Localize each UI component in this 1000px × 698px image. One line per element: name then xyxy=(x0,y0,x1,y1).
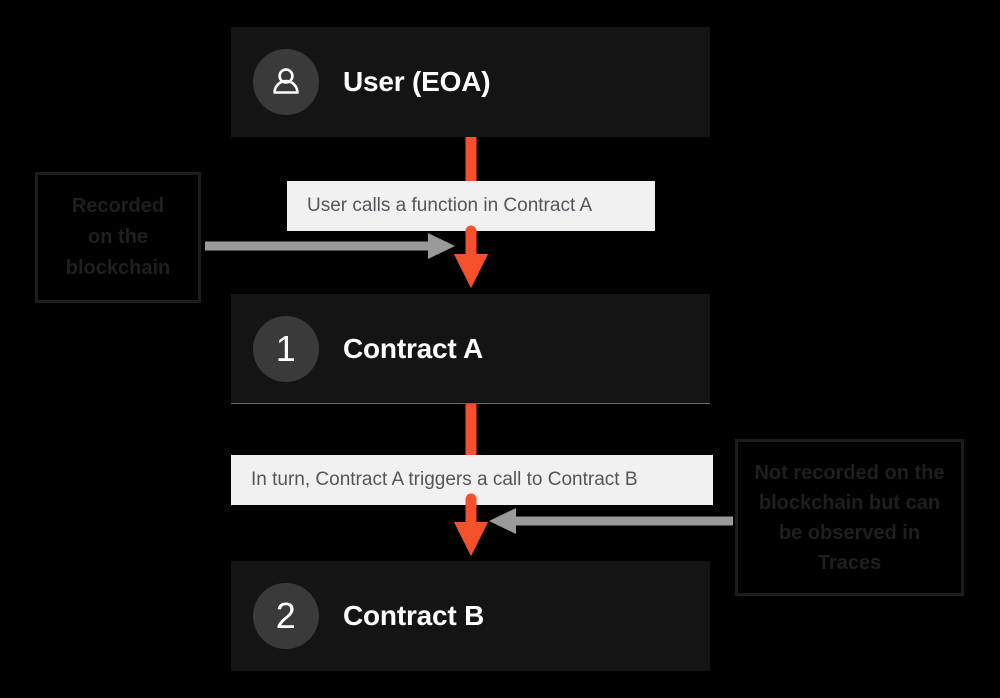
arrowhead-to-contract-b xyxy=(454,522,488,556)
annotation-text: Recorded on the blockchain xyxy=(66,191,170,284)
annotation-line: blockchain but can xyxy=(758,491,941,514)
connector-annotation-left xyxy=(205,233,455,259)
caption-chip-user-calls: User calls a function in Contract A xyxy=(287,181,655,231)
caption-chip-text: In turn, Contract A triggers a call to C… xyxy=(251,469,638,490)
annotation-line: on the xyxy=(87,226,148,248)
node-label-contract-a: Contract A xyxy=(343,332,484,364)
annotation-line: be observed in xyxy=(778,521,921,544)
annotation-box-not-recorded-traces: Not recorded on the blockchain but can b… xyxy=(735,439,964,596)
annotation-line: Recorded xyxy=(71,195,165,217)
connector-annotation-right xyxy=(489,508,733,534)
annotation-line: Not recorded on the xyxy=(754,461,945,484)
node-card-contract-a[interactable]: 1 Contract A xyxy=(231,294,710,404)
arrowhead-to-contract-a xyxy=(454,254,488,288)
node-card-contract-b[interactable]: 2 Contract B xyxy=(231,561,710,671)
person-avatar-badge xyxy=(253,49,319,115)
step-number-badge-1: 1 xyxy=(253,315,319,382)
step-number-1: 1 xyxy=(275,327,297,369)
node-label-contract-b: Contract B xyxy=(343,600,485,631)
caption-chip-contract-a-triggers: In turn, Contract A triggers a call to C… xyxy=(231,455,713,505)
step-number-2: 2 xyxy=(275,595,297,636)
person-icon xyxy=(273,68,299,94)
caption-chip-text: User calls a function in Contract A xyxy=(307,195,593,216)
annotation-line: Traces xyxy=(817,551,882,574)
annotation-line: blockchain xyxy=(65,257,171,279)
node-label-user: User (EOA) xyxy=(343,66,491,97)
step-number-badge-2: 2 xyxy=(253,583,319,649)
node-card-user[interactable]: User (EOA) xyxy=(231,27,710,137)
annotation-text: Not recorded on the blockchain but can b… xyxy=(754,458,944,578)
annotation-box-recorded-on-blockchain: Recorded on the blockchain xyxy=(35,172,201,303)
